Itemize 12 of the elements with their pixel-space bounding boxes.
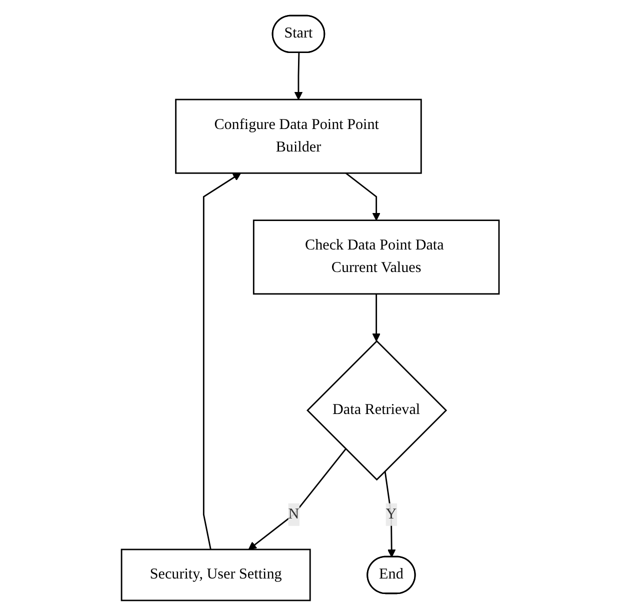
arrow (345, 172, 380, 221)
node-diamond: Data Retrieval (306, 340, 447, 481)
edge-label: Y (385, 506, 396, 522)
arrow (294, 52, 302, 100)
arrow (372, 294, 380, 342)
node-box: Configure Data Point Point Builder (174, 98, 422, 174)
arrow (384, 470, 396, 558)
node-box: Security, User Setting (120, 548, 311, 602)
arrow (248, 448, 346, 550)
edge-label: N (288, 506, 299, 522)
node-box: Check Data Point Data Current Values (252, 220, 500, 295)
arrow (202, 172, 241, 550)
